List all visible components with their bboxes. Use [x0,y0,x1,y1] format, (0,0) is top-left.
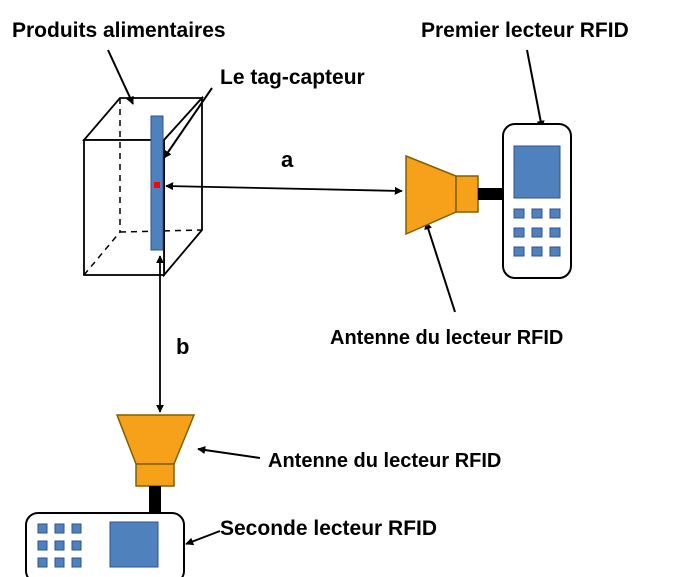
second-antenna [115,414,196,514]
first-reader-screen [513,145,561,199]
second-reader-label: Seconde lecteur RFID [220,517,437,540]
food-products-pointer [107,49,134,105]
antenna-first-pointer [424,221,456,313]
food-products-label: Produits alimentaires [12,19,226,42]
distance-a-label: a [281,147,294,172]
first-antenna [405,154,504,236]
first-antenna-connector [478,188,504,200]
first-reader-label: Premier lecteur RFID [421,19,629,42]
distance-a-arrow [165,182,403,195]
tag-sensor-label: Le tag-capteur [220,66,365,89]
second-antenna-connector [149,486,161,514]
sensor-dot [154,182,160,188]
food-products-box [82,95,205,278]
second-reader-device [25,512,185,577]
first-reader-device [502,123,572,279]
antenna-second-pointer [197,446,261,459]
tag-sensor-pointer [163,87,213,159]
first-reader-keypad [513,208,561,257]
first-reader-pointer [526,49,545,129]
second-reader-screen [109,521,159,568]
distance-b-label: b [176,334,189,359]
antenna-first-label: Antenne du lecteur RFID [330,327,563,349]
antenna-second-label: Antenne du lecteur RFID [268,450,501,472]
second-reader-pointer [185,530,221,546]
second-reader-keypad [37,523,82,568]
